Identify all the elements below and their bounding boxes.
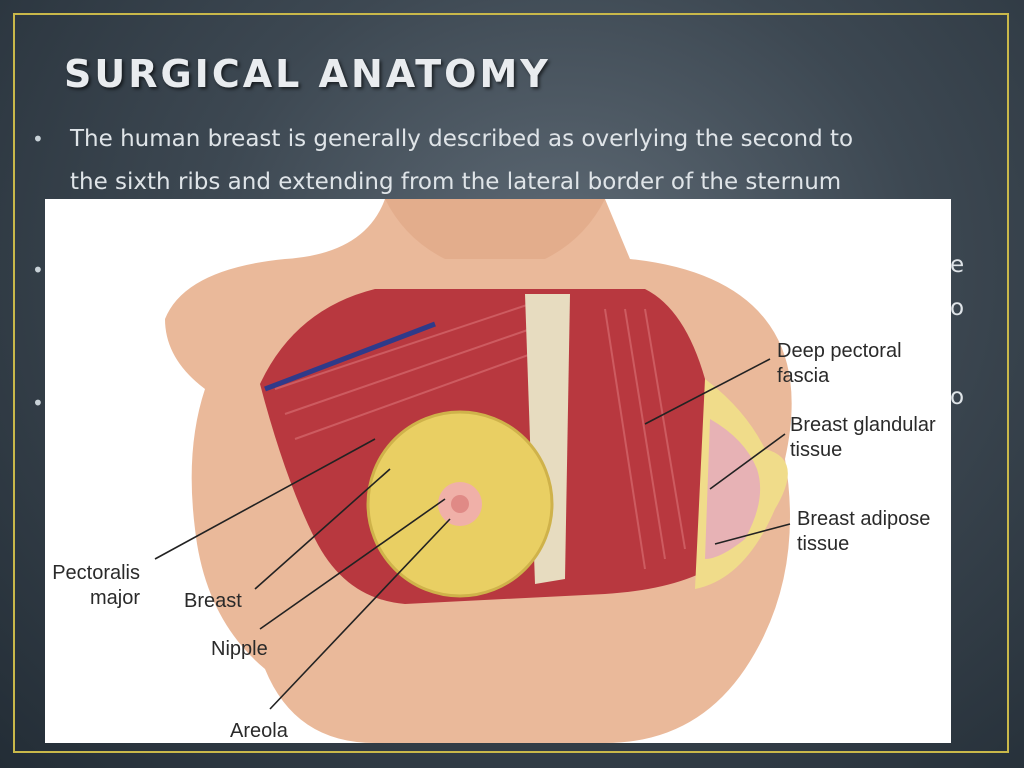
label-breast: Breast (184, 590, 242, 612)
label-line: fascia (777, 365, 830, 387)
muscle-fibers (274, 298, 686, 570)
slide-title: SURGICAL ANATOMY (64, 52, 551, 96)
bullet-line: The human breast is generally described … (70, 126, 854, 152)
leader-lines (154, 358, 791, 710)
bullet-dot: • (32, 258, 44, 282)
bullet-dot: • (32, 391, 44, 415)
label-line: major (89, 587, 140, 609)
slide-border (13, 13, 1009, 753)
glandular-tissue (705, 419, 761, 559)
label-pectoralis-major: Pectoralis major (45, 561, 140, 611)
text-fragment: o (950, 295, 965, 321)
label-nipple: Nipple (211, 638, 268, 660)
label-breast-glandular-tissue: Breast glandular tissue (790, 413, 936, 463)
text-fragment: e (950, 252, 965, 278)
bullet-text: The human breast is generally described … (70, 118, 990, 204)
label-line: Breast glandular (790, 414, 936, 436)
text-fragment: o (950, 384, 965, 410)
label-breast-adipose-tissue: Breast adipose tissue (797, 507, 930, 557)
anatomy-figure: Deep pectoral fascia Breast glandular ti… (45, 199, 951, 743)
vessel (264, 321, 436, 392)
label-deep-pectoral-fascia: Deep pectoral fascia (777, 339, 902, 389)
neck-shadow (385, 199, 605, 259)
label-areola: Areola (230, 720, 288, 742)
breast-anatomy-illustration (154, 199, 792, 743)
bullet-line: the sixth ribs and extending from the la… (70, 169, 842, 195)
label-line: tissue (790, 439, 843, 461)
label-line: Deep pectoral (777, 340, 902, 362)
nipple-shape (451, 495, 469, 513)
label-line: tissue (797, 533, 850, 555)
label-line: Breast adipose (797, 508, 931, 530)
label-line: Pectoralis (52, 562, 140, 584)
bullet-dot: • (32, 127, 44, 151)
